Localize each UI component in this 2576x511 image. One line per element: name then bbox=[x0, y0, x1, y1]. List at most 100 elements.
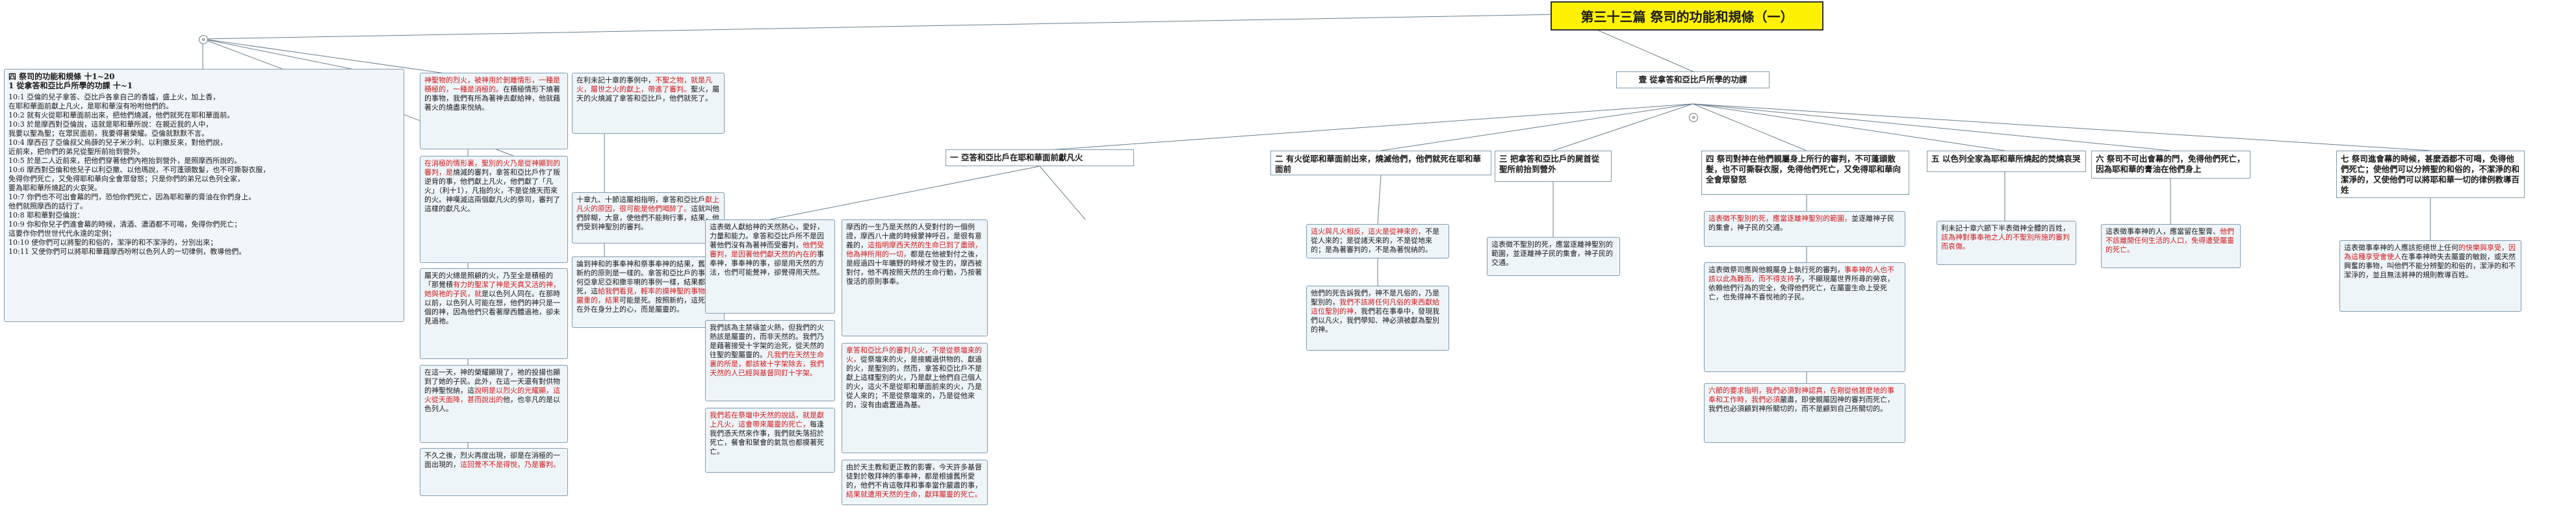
box-text-segment: 八十歲的時候蒙神呼召，是很有意義的， bbox=[846, 232, 982, 249]
box-text-segment: 每逢我們憑天然來作事，我們就失落招於死亡， bbox=[710, 420, 824, 447]
sub1-box-e[interactable]: 我們若在祭壇中天然的說話，就是獻上凡火，這會帶來屬靈的死亡，每逢我們憑天然來作事… bbox=[705, 408, 835, 473]
box-text-segment: 治死，從天然的往聖的聖屬靈的。 bbox=[710, 342, 824, 359]
box-text-segment: 的快樂與享受，因為這種享受會使人 bbox=[2344, 243, 2516, 261]
sub2-box-b[interactable]: 他們的死告訴我們，神不是凡俗的，乃是聖別的，我們不該將任何凡俗的東西獻給這位聖別… bbox=[1306, 286, 1449, 351]
sub7-box-a[interactable]: 這表徵事奉神的人應該拒絕世上任何的快樂與享受，因為這種享受會使人在事奉神時失去屬… bbox=[2339, 240, 2521, 312]
box-text-segment: 敬拜神的事奉神，都是根據舊所愛的，他們不肯這 bbox=[846, 472, 975, 490]
scripture-line: 10:9 你和你兒子們進會幕的時候，清酒、濃酒都不可喝，免得你們死亡； bbox=[8, 220, 242, 229]
box-text-segment: 這指明摩西天然的生命已到了盡頭，他為神所用的一切， bbox=[846, 241, 982, 258]
scripture-line: 10:2 就有火從耶和華面前出來，把他們燒滅，他們就死在耶和華面前。 bbox=[8, 111, 235, 119]
scripture-lines: 10:1 亞倫的兒子拿答、亞比戶各拿自己的香爐，盛上火，加上香，在耶和華面前獻上… bbox=[8, 93, 400, 256]
box-text-segment: 這表徵事奉神的人應該拒絕世上任何 bbox=[2344, 243, 2458, 252]
box-text-segment: 這會帶來屬靈的死亡， bbox=[738, 420, 810, 429]
col3-box-1[interactable]: 在利未記十章的事例中，不聖之物，就是凡火，屬世之火的獻上，帶進了審判。聖火，屬天… bbox=[572, 73, 725, 134]
sub1-box-f[interactable]: 由於天主教和更正教的影響，今天許多基督徒對於敬拜神的事奉神，都是根據舊所愛的，他… bbox=[842, 460, 988, 505]
sub5-box-a[interactable]: 利未記十章六節下半表徵神全體的百姓，該為神對事奉祂之人的不聖別所施的審判而哀傷。 bbox=[1937, 221, 2076, 265]
box-text-segment: 敬拜和事奉當作嚴肅的事， bbox=[896, 481, 982, 490]
scripture-line: 我要以聖為聖；在眾民面前，我要得著榮耀。亞倫就默默不言。 bbox=[8, 129, 209, 138]
box-text-segment: 屬天的火總是照顧的火，乃至全是積極的「那覺積 bbox=[424, 271, 553, 289]
left-heading-1: 四 祭司的功能和規條 十1~20 bbox=[8, 72, 115, 81]
box-text-segment: 不久之後，烈火再度出現，卻是在消極的一面出現的， bbox=[424, 451, 560, 469]
sub1-box-a[interactable]: 這表徵人獻給神的天然熱心，愛好，力量和能力。拿答和亞比戶所不是因著他們沒有為著神… bbox=[705, 219, 835, 314]
scripture-line: 10:4 摩西召了亞倫叔父烏薛的兒子米沙利、以利撒反來，對他們說， bbox=[8, 138, 227, 147]
box-text-segment: 我們若在事奉中，發現我們以凡火，我們學知、神必須被獻為聖別的神。 bbox=[1311, 307, 1439, 334]
box-text-segment: 在消極的情形裏，聖別的火乃是從神顯到的審判，是 bbox=[424, 159, 560, 177]
root-title-text: 第三十三篇 祭司的功能和規條（一） bbox=[1580, 9, 1794, 25]
box-text-segment: 這表徵不聖別的死，應當逐離神聖別的範圍， bbox=[1708, 214, 1851, 223]
box-text-segment: 我們該為主禁禱並火熱，但我們的火熱該是屬靈的， bbox=[710, 323, 824, 341]
hub-ring-main[interactable]: ⊖ bbox=[1689, 113, 1698, 122]
box-text-segment: 事奉神的人也不該以此為難而，而不得支持 bbox=[1708, 266, 1894, 283]
box-text-segment: 而是屬靈的。 bbox=[641, 305, 684, 314]
box-text-segment: 嚴肅，即使親屬因神的審判而死亡，我們也必須顧到神所關切的，而不是顧到自己所關切的… bbox=[1708, 395, 1894, 413]
box-text-segment: 利未記十章六節下半表徵神全體的百姓， bbox=[1941, 224, 2070, 232]
box-text-segment: 摩西的一生乃是天然的人受對付的一個例證，摩西 bbox=[846, 223, 975, 240]
sub3-header[interactable]: 三 把拿答和亞比戶的屍首從聖所前抬到營外 bbox=[1495, 151, 1612, 182]
sub3-box-a[interactable]: 這表徵不聖別的死，應當逐離神聖別的範圍，並逐離神子民的集會，神子民的交通。 bbox=[1487, 237, 1620, 276]
hub-ring-left[interactable]: ⊖ bbox=[199, 35, 208, 44]
col2-box-2[interactable]: 在消極的情形裏，聖別的火乃是從神顯到的審判，是燒滅的審判，拿答和亞比戶作了叛逆背… bbox=[420, 156, 568, 263]
box-text-segment: 這就叫他們醉糊，大意，使他們不能夠行事，結果，他們受到神聖別的審判。 bbox=[576, 205, 719, 231]
sub2-box-a[interactable]: 這火與凡火相反，這火是從神來的，不是從人來的；是從諸天來的，不是從地來的；是為著… bbox=[1306, 224, 1449, 258]
box-text-segment: 燒滅的審判，拿答和亞比戶作了叛逆背的事，他們獻 bbox=[424, 168, 560, 186]
sub5-title: 五 以色列全家為耶和華所燒起的焚燒哀哭 bbox=[1931, 154, 2081, 164]
box-text-segment: 給我們看見，輕率的摸神聖的事物乃是嚴重的，結果 bbox=[576, 287, 719, 305]
scripture-line: 10:1 亞倫的兒子拿答、亞比戶各拿自己的香爐，盛上火，加上香， bbox=[8, 93, 220, 101]
sub5-header[interactable]: 五 以色列全家為耶和華所燒起的焚燒哀哭 bbox=[1927, 151, 2086, 172]
box-text-segment: 這表徵事奉神的人，應當留在聖膏、 bbox=[2106, 227, 2220, 236]
sub6-box-a[interactable]: 這表徵事奉神的人，應當留在聖膏、他們不該離開任何生活的人口，免得遭受屬靈的死亡。 bbox=[2101, 224, 2241, 268]
box-text-segment: 並逐離神子民的集會，神子民的交通。 bbox=[1708, 214, 1894, 232]
sub2-header[interactable]: 二 有火從耶和華面前出來，燒滅他們，他們就死在耶和華面前 bbox=[1270, 151, 1491, 175]
sub1-box-b[interactable]: 摩西的一生乃是天然的人受對付的一個例證，摩西八十歲的時候蒙神呼召，是很有意義的，… bbox=[842, 219, 988, 336]
sub2-title: 二 有火從耶和華面前出來，燒滅他們，他們就死在耶和華面前 bbox=[1275, 154, 1481, 174]
box-text-segment: 不是因著他們沒有為著神而受審判， bbox=[710, 232, 824, 249]
scripture-line: 免得你們死亡，又免得耶和華向全會眾發怒；只是你們的弟兄以色列全家， bbox=[8, 175, 244, 183]
col2-box-1[interactable]: 神聖物的烈火，被神用於剝離情形，一種是積極的，一種是消極的。在積極情形下燒著的事… bbox=[420, 73, 568, 149]
box-text-segment: 可能是死。按照新約，這死乃是在外在身分上的心， bbox=[576, 296, 719, 314]
scripture-line: 10:8 耶和華對亞倫說： bbox=[8, 211, 84, 219]
box-text-segment: 由於天主教和更正教的影響，今天許多基督徒對於 bbox=[846, 463, 982, 480]
box-text-segment: 這回覺不不是得悅，乃是審判。 bbox=[460, 460, 560, 469]
left-scripture-panel[interactable]: 四 祭司的功能和規條 十1~20 1 從拿答和亞比戶所學的功課 十~1 10:1… bbox=[4, 69, 404, 322]
box-text-segment: 都是在他被對付之後，是經過四十年曠野的時候才發生的，摩西被 bbox=[846, 250, 982, 268]
box-text-segment: 我們不該將任何凡俗的東西獻給這位聖別的神， bbox=[1311, 298, 1439, 316]
sub4-header[interactable]: 四 祭司對神在他們親屬身上所行的審判，不可蓬頭散髮，也不可撕裂衣服，免得他們死亡… bbox=[1701, 151, 1909, 195]
box-text-segment: 我們若在祭壇中天然的說話，就是獻上凡火， bbox=[710, 411, 824, 429]
box-text-segment: 和華面前來的火，乃是從人來的；不是從祭壇來的， bbox=[846, 382, 982, 400]
sub4-box-a[interactable]: 這表徵不聖別的死，應當逐離神聖別的範圍，並逐離神子民的集會，神子民的交通。 bbox=[1704, 211, 1905, 247]
box-text-segment: 他們不該離開任何生活的人口，免得遭受屬靈的死亡。 bbox=[2106, 227, 2234, 254]
box-text-segment: 是以色列人同在。在那時以前，以色列人可能在想，他們的神只是一個的神，因為他們只看… bbox=[424, 290, 560, 325]
root-title[interactable]: 第三十三篇 祭司的功能和規條（一） bbox=[1551, 1, 1823, 31]
box-text-segment: 獻上凡火的原因，很可能是他們喝醉了。 bbox=[576, 195, 719, 213]
col2-box-5[interactable]: 不久之後，烈火再度出現，卻是在消極的一面出現的，這回覺不不是得悅，乃是審判。 bbox=[420, 448, 568, 496]
sub7-header[interactable]: 七 祭司進會幕的時候，甚麼酒都不可喝，免得他們死亡；使他們可以分辨聖的和俗的，不… bbox=[2336, 151, 2525, 198]
sub4-box-b[interactable]: 這表徵祭司應與他親屬身上執行死的審判，事奉神的人也不該以此為難而，而不得支持子，… bbox=[1704, 262, 1905, 372]
col3-box-2[interactable]: 十章九、十節這屬相指明，拿答和亞比戶獻上凡火的原因，很可能是他們喝醉了。這就叫他… bbox=[572, 192, 725, 243]
box-text-segment: 是聖別的，然而，拿答和亞比戶不是獻上這樣聖別 bbox=[846, 364, 982, 382]
box-text-segment: 的火，乃是獻上他們自己個人的火，這火不是從耶 bbox=[846, 373, 982, 391]
sub1-header[interactable]: 一 亞答和亞比戶在耶和華面前獻凡火 bbox=[946, 149, 1134, 166]
col3-box-3[interactable]: 論到神和的事奉神和祭事奉神的結果，舊約和新約的原則是一樣的。拿答和亞比戶的事例，… bbox=[572, 256, 725, 328]
box-text-segment: 這表徵祭司應與他親屬身上執行死的審判， bbox=[1708, 266, 1844, 274]
scripture-line: 要為耶和華所燒起的火哀哭。 bbox=[8, 184, 101, 192]
col2-box-3[interactable]: 屬天的火總是照顧的火，乃至全是積極的「那覺積有力的聖潔了神是天真又活的神，她與祂… bbox=[420, 268, 568, 359]
header-yi-label: 壹 從拿答和亞比戶所學的功課 bbox=[1638, 75, 1747, 84]
box-text-segment: 該為神對事奉祂之人的不聖別所施的審判而哀傷。 bbox=[1941, 233, 2070, 251]
box-text-segment: 神聖物的烈火，被神用於剝離情形，一種是積極的，一種是消極的。 bbox=[424, 76, 560, 93]
box-text-segment: 聖火，屬天的火燒滅了拿答和亞比戶，他們就死了。 bbox=[576, 85, 719, 103]
sub1-title: 一 亞答和亞比戶在耶和華面前獻凡火 bbox=[950, 153, 1083, 162]
col2-box-4[interactable]: 在這一天，神的榮耀顯現了，祂的投揚也顯到了她的子民。此外，在這一天還有對供物的神… bbox=[420, 365, 568, 443]
box-text-segment: 拿答和亞比戶的審判凡火，不是從祭壇來的火， bbox=[846, 346, 982, 364]
sub6-header[interactable]: 六 祭司不可出會幕的門，免得他們死亡，因為耶和華的膏油在他們身上 bbox=[2091, 151, 2250, 179]
header-yi[interactable]: 壹 從拿答和亞比戶所學的功課 bbox=[1616, 71, 1770, 88]
sub1-box-c[interactable]: 我們該為主禁禱並火熱，但我們的火熱該是屬靈的，而非天然的。我們乃是藉著接受十字架… bbox=[705, 320, 835, 401]
sub4-title: 四 祭司對神在他們親屬身上所行的審判，不可蓬頭散髮，也不可撕裂衣服，免得他們死亡… bbox=[1706, 154, 1901, 184]
sub4-box-c[interactable]: 六節的要求指明，我們必須對神認真，在剛從他甚麼地的事奉和工作時，我們必須嚴肅，即… bbox=[1704, 383, 1905, 443]
box-text-segment: 說明是以烈火的光耀顯，這火從天面降，甚而說出的 bbox=[424, 386, 560, 404]
box-text-segment: 免得他們死亡，在屬靈生命上受死亡，也免得神不喜悅祂的子民。 bbox=[1708, 284, 1887, 301]
sub1-box-d[interactable]: 拿答和亞比戶的審判凡火，不是從祭壇來的火，從祭壇來的火，是接觸過供物的、獻過的火… bbox=[842, 343, 988, 453]
box-text-segment: 結果就遭用天然的生命，獻拜屬靈的死亡。 bbox=[846, 490, 982, 499]
scripture-line: 10:7 你們也不可出會幕的門，恐怕你們死亡，因為耶和華的膏油在你們身上。 bbox=[8, 193, 256, 201]
box-text-segment: 天然的人已經與基督同釘十字架。 bbox=[710, 369, 817, 377]
box-text-segment: 他們受審判，是因著他們獻天然的內在的 bbox=[710, 241, 824, 258]
